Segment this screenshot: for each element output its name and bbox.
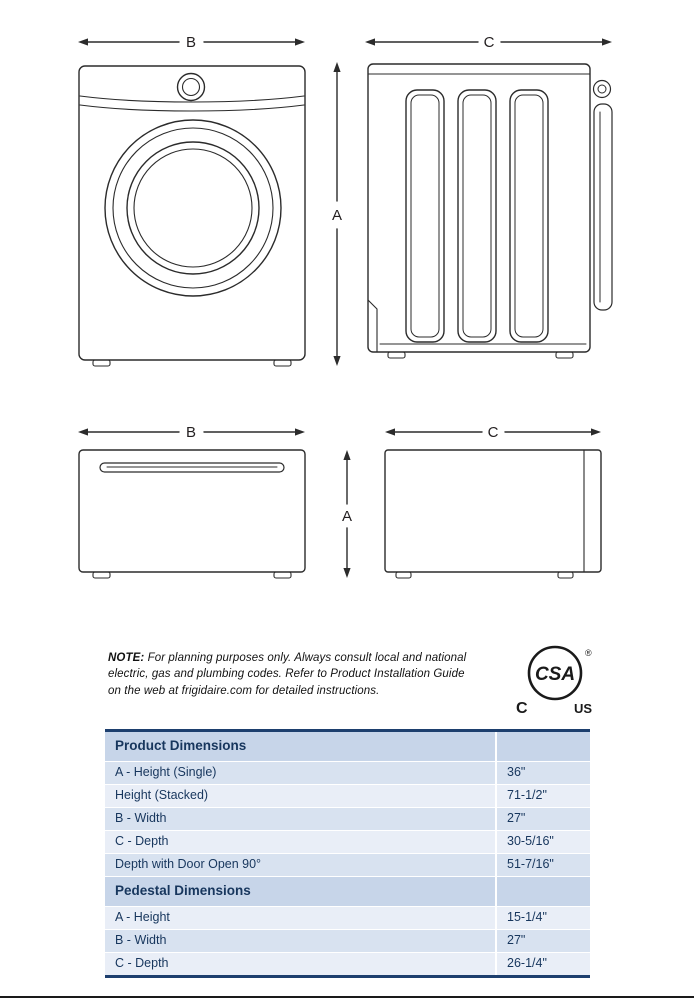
row-label: Height (Stacked) — [115, 788, 209, 802]
page-bottom-edge — [0, 996, 694, 998]
row-label: B - Width — [115, 811, 167, 825]
dimension-arrow-c-pedestal — [385, 428, 601, 436]
row-value: 36" — [495, 762, 590, 784]
registered-mark-icon: ® — [585, 648, 592, 658]
table-row: C - Depth 26-1/4" — [105, 953, 590, 975]
row-label: C - Depth — [115, 834, 169, 848]
row-value: 27" — [495, 808, 590, 830]
section-title: Pedestal Dimensions — [115, 883, 251, 898]
csa-circle — [527, 645, 583, 701]
row-label: Depth with Door Open 90° — [115, 857, 262, 871]
row-label: C - Depth — [115, 956, 169, 970]
dimension-arrow-b-pedestal — [78, 428, 305, 436]
row-label: A - Height — [115, 910, 170, 924]
section-title-spacer — [495, 877, 590, 906]
csa-c-mark: C — [516, 700, 528, 717]
dim-label-b-dryer: B — [186, 34, 196, 51]
pedestal-front-view — [78, 449, 306, 579]
table-row: C - Depth 30-5/16" — [105, 831, 590, 854]
dryer-front-view — [78, 65, 306, 367]
note-text: For planning purposes only. Always consu… — [108, 652, 467, 697]
dimension-arrow-a-pedestal — [343, 450, 351, 578]
pedestal-side-view — [384, 449, 602, 579]
row-value: 26-1/4" — [495, 953, 590, 975]
row-label: B - Width — [115, 933, 167, 947]
dryer-side-view — [367, 63, 613, 359]
dimension-arrow-b-dryer — [78, 38, 305, 46]
section-header-product-dimensions: Product Dimensions — [105, 732, 590, 762]
csa-us-mark: US — [574, 701, 592, 716]
row-value: 71-1/2" — [495, 785, 590, 807]
dim-label-b-pedestal: B — [186, 424, 196, 441]
table-row: Depth with Door Open 90° 51-7/16" — [105, 854, 590, 877]
csa-monogram: CSA — [535, 664, 575, 685]
row-value: 15-1/4" — [495, 907, 590, 929]
dim-label-a-pedestal: A — [342, 508, 352, 525]
row-label: A - Height (Single) — [115, 765, 217, 779]
dim-label-a-dryer: A — [332, 207, 342, 224]
dimension-diagrams: B C A B C A — [78, 34, 613, 579]
table-row: A - Height (Single) 36" — [105, 762, 590, 785]
dimension-arrow-a-dryer — [333, 62, 341, 366]
dim-label-c-dryer: C — [484, 34, 495, 51]
section-title: Product Dimensions — [115, 738, 247, 753]
table-row: B - Width 27" — [105, 808, 590, 831]
row-value: 27" — [495, 930, 590, 952]
dimension-arrow-c-dryer — [365, 38, 612, 46]
row-value: 30-5/16" — [495, 831, 590, 853]
planning-note: NOTE: For planning purposes only. Always… — [108, 650, 480, 699]
table-row: B - Width 27" — [105, 930, 590, 953]
dimensions-table: Product Dimensions A - Height (Single) 3… — [105, 729, 590, 978]
note-label: NOTE: — [108, 652, 145, 664]
dimension-labels: B C A B C A — [186, 34, 499, 525]
dim-label-c-pedestal: C — [488, 424, 499, 441]
section-title-spacer — [495, 732, 590, 761]
csa-certification-logo: CSA ® C US — [516, 645, 592, 717]
table-row: A - Height 15-1/4" — [105, 907, 590, 930]
section-header-pedestal-dimensions: Pedestal Dimensions — [105, 877, 590, 907]
row-value: 51-7/16" — [495, 854, 590, 876]
table-row: Height (Stacked) 71-1/2" — [105, 785, 590, 808]
